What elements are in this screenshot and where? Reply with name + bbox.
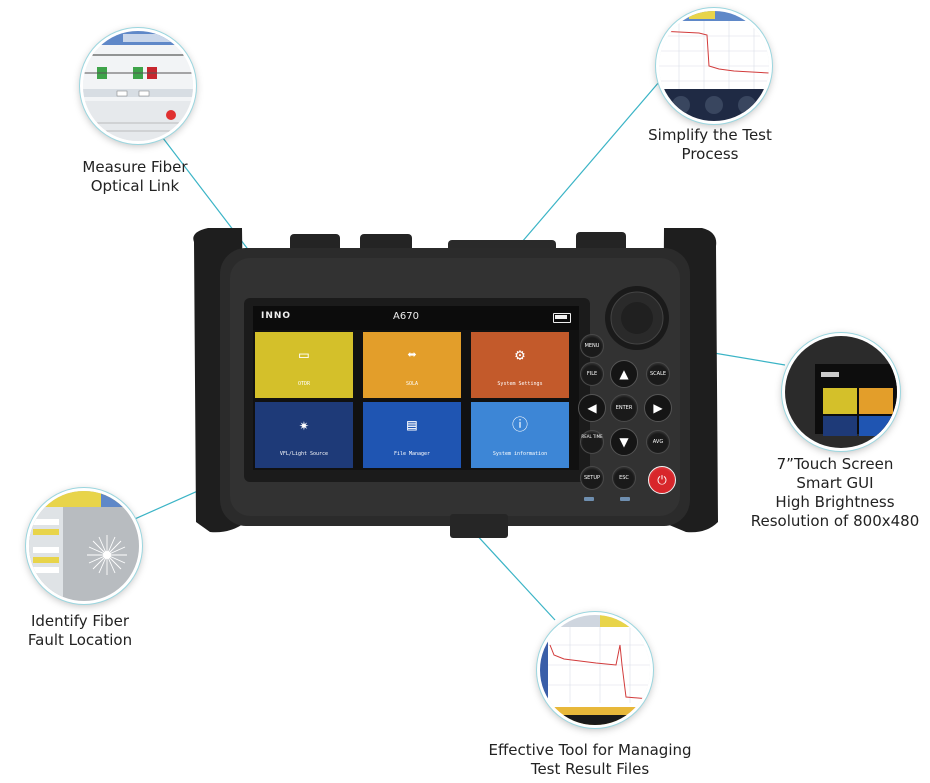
left-arrow-key[interactable]: ◀ <box>578 394 606 422</box>
battery-icon <box>553 313 571 323</box>
callout-text: Test Result Files <box>530 760 650 778</box>
brand-logo: INNO <box>261 311 292 321</box>
setup-key[interactable]: SETUP <box>580 466 604 490</box>
measure-link-zoom <box>80 28 196 144</box>
power-icon: ⏻ <box>657 473 667 487</box>
callout-touch-screen: 7”Touch Screen Smart GUI High Brightness… <box>745 455 925 531</box>
tile-label: File Manager <box>393 451 431 457</box>
folder-icon: ▤ <box>407 415 417 434</box>
gear-icon: ⚙ <box>515 345 525 364</box>
callout-text: Process <box>681 145 739 163</box>
callout-identify-fault: Identify Fiber Fault Location <box>5 612 155 650</box>
enter-key[interactable]: ENTER <box>610 394 638 422</box>
right-arrow-key[interactable]: ▶ <box>644 394 672 422</box>
vfl-thumbnail <box>29 491 139 601</box>
callout-measure-fiber: Measure Fiber Optical Link <box>60 158 210 196</box>
callout-text: High Brightness <box>775 493 895 511</box>
tile-system-settings[interactable]: ⚙ System Settings <box>471 332 569 398</box>
file-key[interactable]: FILE <box>580 362 604 386</box>
callout-effective-tool: Effective Tool for Managing Test Result … <box>470 741 710 779</box>
device-screen: INNO A670 ▭ OTDR ⬌ SOLA ⚙ System Settings ✷ VFL… <box>253 306 579 470</box>
menu-key[interactable]: MENU <box>580 334 604 358</box>
callout-text: Effective Tool for Managing <box>488 741 692 759</box>
screen-status-bar: INNO A670 <box>253 306 579 330</box>
model-name: A670 <box>393 311 419 322</box>
realtime-key[interactable]: REAL TIME <box>580 430 604 454</box>
result-trace-thumbnail <box>540 615 650 725</box>
link-map-thumbnail <box>83 31 193 141</box>
otdr-device: INNO A670 ▭ OTDR ⬌ SOLA ⚙ System Settings ✷ VFL… <box>190 222 720 540</box>
callout-text: Measure Fiber <box>82 158 188 176</box>
light-source-icon: ✷ <box>299 415 309 434</box>
avg-key[interactable]: AVG <box>646 430 670 454</box>
otdr-icon: ▭ <box>299 345 309 364</box>
esc-key[interactable]: ESC <box>612 466 636 490</box>
callout-text: Optical Link <box>90 177 180 195</box>
tile-label: VFL/Light Source <box>279 451 329 457</box>
callout-text: 7”Touch Screen <box>776 455 894 473</box>
trace-thumbnail <box>659 11 769 121</box>
touch-screen-zoom <box>782 333 900 451</box>
tile-otdr[interactable]: ▭ OTDR <box>255 332 353 398</box>
down-arrow-key[interactable]: ▼ <box>610 428 638 456</box>
callout-text: Identify Fiber <box>30 612 129 630</box>
identify-fault-zoom <box>26 488 142 604</box>
file-manager-zoom <box>537 612 653 728</box>
info-icon: ⓘ <box>511 415 528 434</box>
tile-label: System Settings <box>497 381 543 387</box>
up-arrow-key[interactable]: ▲ <box>610 360 638 388</box>
tile-vfl-light-source[interactable]: ✷ VFL/Light Source <box>255 402 353 468</box>
sola-icon: ⬌ <box>407 345 417 364</box>
callout-text: Simplify the Test <box>648 126 772 144</box>
tile-sola[interactable]: ⬌ SOLA <box>363 332 461 398</box>
callout-text: Resolution of 800x480 <box>750 512 920 530</box>
tile-label: SOLA <box>405 381 419 387</box>
simplify-test-zoom <box>656 8 772 124</box>
power-button[interactable]: ⏻ <box>648 466 676 494</box>
callout-simplify-test: Simplify the Test Process <box>630 126 790 164</box>
callout-text: Fault Location <box>27 631 133 649</box>
callout-text: Smart GUI <box>796 474 874 492</box>
scale-key[interactable]: SCALE <box>646 362 670 386</box>
tile-file-manager[interactable]: ▤ File Manager <box>363 402 461 468</box>
tile-label: System information <box>492 451 548 457</box>
screen-corner-thumbnail <box>785 336 897 448</box>
tile-label: OTDR <box>297 381 311 387</box>
